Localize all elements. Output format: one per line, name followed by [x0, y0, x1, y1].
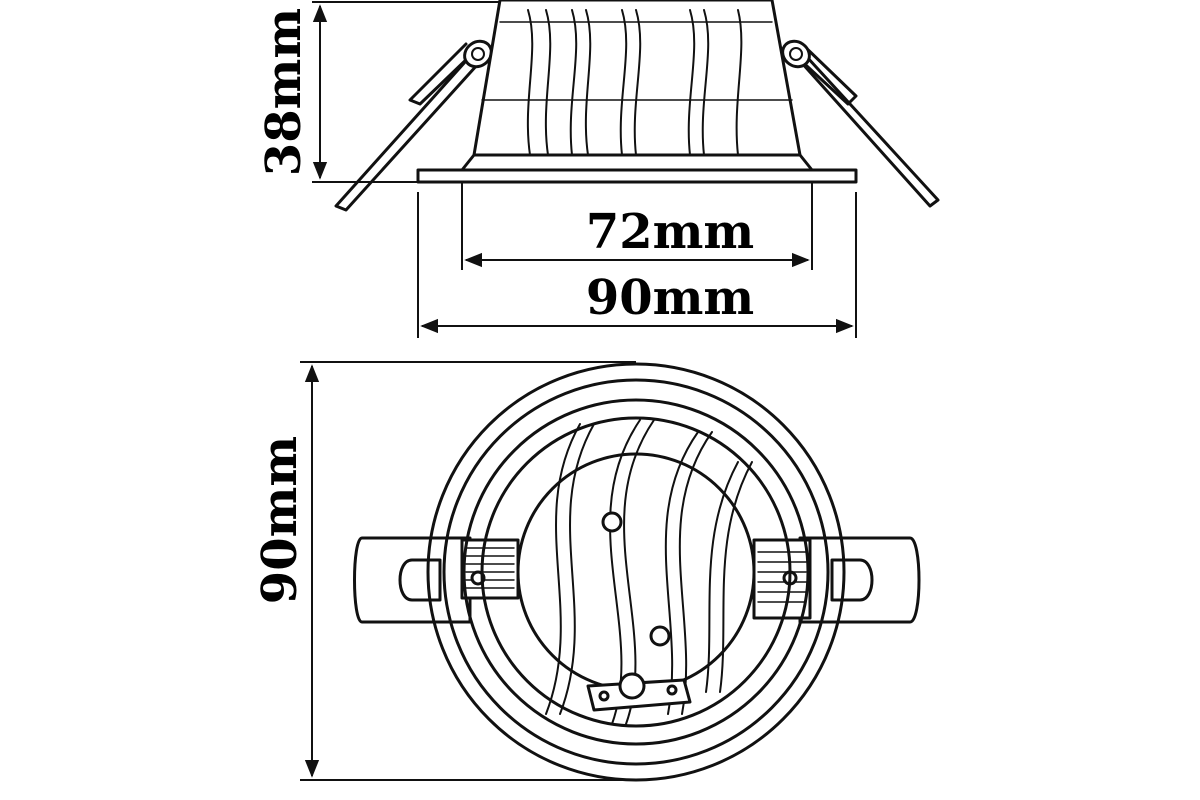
- trim-flange: [460, 153, 814, 172]
- top-view: [353, 362, 921, 782]
- housing-body: [472, 0, 802, 157]
- left-clip-bracket: [353, 536, 520, 624]
- heat-sink-fins: [526, 9, 743, 156]
- height-label: 38mm: [256, 8, 312, 176]
- height-dimension: 38mm: [256, 1, 500, 183]
- trim-ring: [416, 168, 858, 184]
- left-spring-clip: [334, 39, 493, 212]
- cutout-label: 72mm: [586, 204, 754, 260]
- mount-screw-top: [601, 511, 623, 533]
- mount-screw-bottom: [649, 625, 671, 647]
- outer-width-dimension: 90mm: [417, 192, 857, 338]
- outer-width-label: 90mm: [586, 270, 754, 326]
- top-heat-fins: [545, 419, 753, 725]
- outer-diameter-dimension: 90mm: [252, 361, 636, 781]
- fin-ring-circle: [480, 416, 792, 728]
- trim-inner-circle: [442, 378, 830, 766]
- outer-diameter-label: 90mm: [252, 436, 308, 604]
- terminal-block: [586, 672, 692, 712]
- housing-circle: [462, 398, 810, 746]
- right-spring-clip: [781, 39, 940, 208]
- cutout-dimension: 72mm: [461, 182, 813, 270]
- right-clip-bracket: [752, 536, 921, 624]
- side-view: [334, 0, 940, 212]
